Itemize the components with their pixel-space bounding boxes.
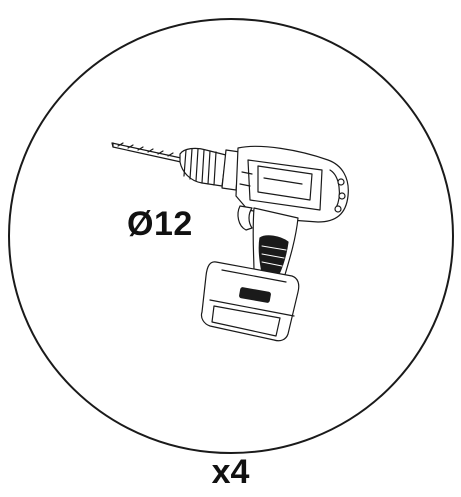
drill-handle-icon	[252, 207, 299, 279]
quantity-label: x4	[211, 453, 250, 491]
cordless-drill-icon	[111, 142, 349, 342]
battery-pack-icon	[200, 261, 300, 342]
enclosing-circle	[8, 18, 454, 454]
trigger-icon	[237, 205, 253, 231]
drill-body-icon	[235, 145, 349, 223]
drill-chuck-icon	[179, 147, 241, 191]
drill-size-label: Ø12	[127, 205, 193, 243]
drill-bit-icon	[111, 142, 182, 163]
